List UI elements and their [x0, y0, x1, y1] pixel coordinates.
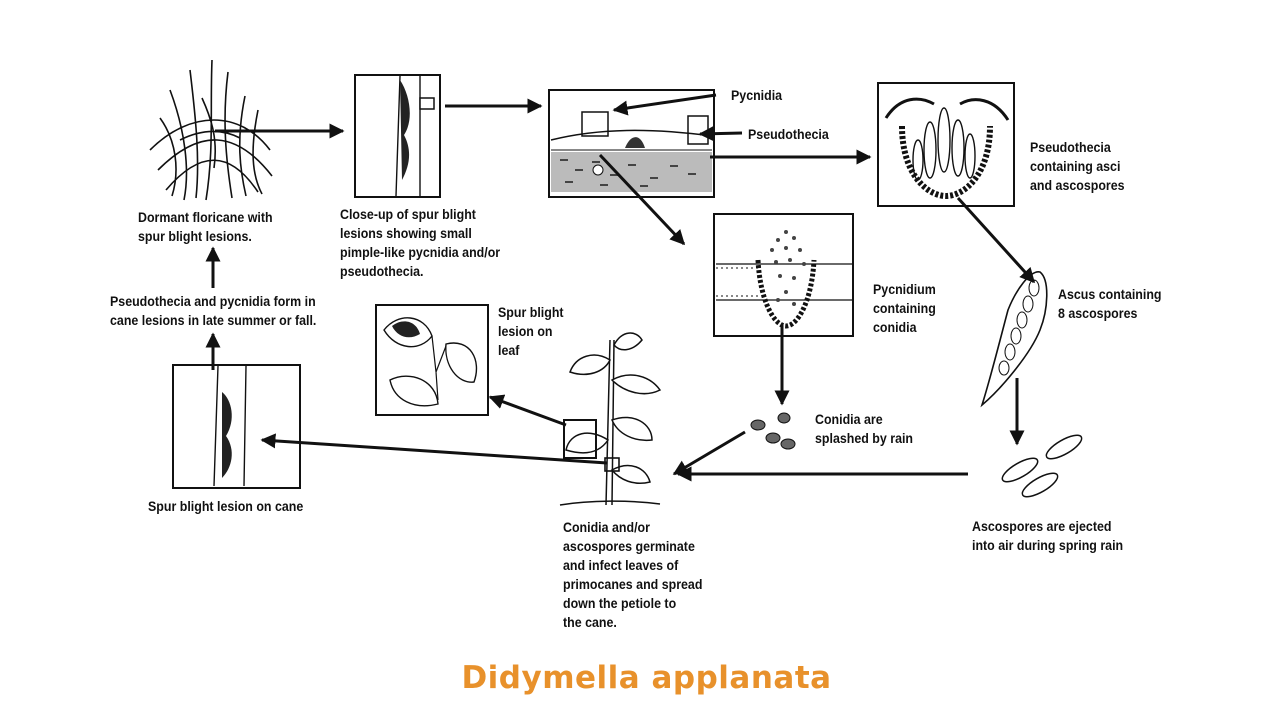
- pseudothecia-asci-illustration: [877, 82, 1015, 207]
- label-form-in-lesions: Pseudothecia and pycnidia form in cane l…: [110, 294, 317, 328]
- label-pycnidia: Pycnidia: [731, 88, 783, 103]
- ascus-illustration: [980, 271, 1048, 408]
- ascospores-illustration: [1001, 434, 1083, 498]
- label-conidia-splashed: Conidia are splashed by rain: [815, 412, 914, 446]
- dormant-floricane-illustration: [149, 59, 273, 201]
- pycnidium-illustration: [713, 213, 854, 337]
- closeup-cane-illustration: [354, 74, 441, 198]
- conidia-illustration: [750, 412, 796, 450]
- label-pycnidium: Pycnidium containing conidia: [873, 282, 936, 335]
- label-germinate: Conidia and/or ascospores germinate and …: [563, 520, 703, 630]
- label-ascus: Ascus containing 8 ascospores: [1058, 287, 1162, 321]
- cycle-arrows: [205, 93, 1036, 482]
- infected-leaf-illustration: [375, 304, 489, 416]
- page-title: Didymella applanata: [461, 660, 832, 696]
- label-cane-lesion: Spur blight lesion on cane: [148, 499, 304, 514]
- cane-lesion-illustration: [172, 364, 301, 489]
- label-pseudothecia: Pseudothecia: [748, 127, 829, 142]
- label-leaf-lesion: Spur blight lesion on leaf: [498, 305, 564, 358]
- label-closeup-lesions: Close-up of spur blight lesions showing …: [340, 207, 501, 279]
- primocane-plant-illustration: [559, 332, 662, 506]
- label-dormant-floricane: Dormant floricane with spur blight lesio…: [138, 210, 273, 244]
- label-pseudothecia-asci: Pseudothecia containing asci and ascospo…: [1030, 140, 1125, 193]
- label-ascospores-ejected: Ascospores are ejected into air during s…: [972, 519, 1124, 553]
